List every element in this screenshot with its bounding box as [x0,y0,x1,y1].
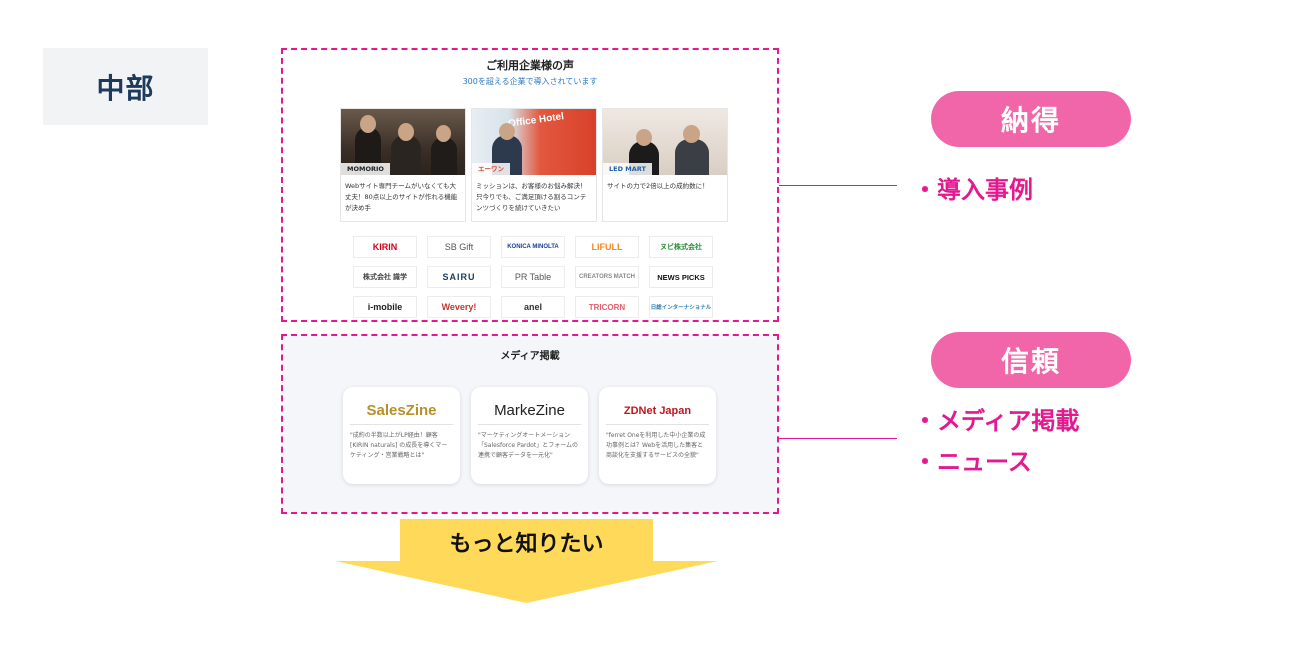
client-logo: SB Gift [427,236,491,258]
annotation-bullet: ・メディア掲載 [913,407,1080,435]
client-logo: TRICORN [575,296,639,318]
voice-subtitle: 300を超える企業で導入されています [462,77,598,86]
media-text: "マーケティングオートメーション「Salesforce Pardot」とフォーム… [478,432,579,459]
media-logo: ZDNet Japan [606,397,709,425]
media-section: メディア掲載 SalesZine "成約の半数以上がLP経由！顧客 [KIRIN… [281,334,779,514]
annotation-bullet: ・ニュース [913,448,1032,476]
client-logo-grid: KIRIN SB Gift KONICA MINOLTA LIFULL ヌビ株式… [353,236,713,318]
media-text: "成約の半数以上がLP経由！顧客 [KIRIN naturals] の成長を導く… [350,432,448,459]
down-arrow-shaft [400,519,653,561]
media-text: "ferret Oneを利用した中小企業の成功事例とは？Webを活用した集客と商… [606,432,706,459]
client-logo: ヌビ株式会社 [649,236,713,258]
case-logo: MOMORIO [341,163,390,175]
annotation-bullet: ・導入事例 [913,176,1033,204]
case-card[interactable]: Office Hotel エーワン ミッションは、お客様のお悩み解決！ 只今りで… [471,108,597,222]
customer-voice-section: ご利用企業様の声 300を超える企業で導入されています MOMORIO Webサ… [281,48,779,322]
media-logo: MarkeZine [478,397,581,425]
media-title: メディア掲載 [500,351,560,362]
client-logo: 日総インターナショナル [649,296,713,318]
case-card[interactable]: MOMORIO Webサイト専門チームがいなくても大丈夫！80点以上のサイトが作… [340,108,466,222]
client-logo: anel [501,296,565,318]
case-text: Webサイト専門チームがいなくても大丈夫！80点以上のサイトが作れる機能が決め手 [345,182,458,212]
client-logo: i-mobile [353,296,417,318]
down-arrow-icon [335,561,718,603]
case-photo: MOMORIO [341,109,465,175]
case-text: サイトの力で2倍以上の成約数に！ [607,182,709,190]
client-logo: NEWS PICKS [649,266,713,288]
client-logo: LIFULL [575,236,639,258]
client-logo: KONICA MINOLTA [501,236,565,258]
voice-title: ご利用企業様の声 [486,59,574,72]
annotation-pill-top: 納得 [931,91,1131,147]
media-logo: SalesZine [350,397,453,425]
case-text: ミッションは、お客様のお悩み解決！ 只今りでも、ご満足頂ける割るコンテンツづくり… [476,182,587,212]
client-logo: KIRIN [353,236,417,258]
media-card-list: SalesZine "成約の半数以上がLP経由！顧客 [KIRIN natura… [343,387,716,484]
media-card[interactable]: MarkeZine "マーケティングオートメーション「Salesforce Pa… [471,387,588,484]
media-card[interactable]: ZDNet Japan "ferret Oneを利用した中小企業の成功事例とは？… [599,387,716,484]
connector-line-top [779,185,897,186]
client-logo: 株式会社 識学 [353,266,417,288]
client-logo: Wevery! [427,296,491,318]
case-list: MOMORIO Webサイト専門チームがいなくても大丈夫！80点以上のサイトが作… [340,108,728,222]
connector-line-bottom [779,438,897,439]
case-logo: エーワン [472,163,510,175]
case-photo: LED MART [603,109,727,175]
client-logo: SAIRU [427,266,491,288]
case-logo: LED MART [603,163,652,175]
section-label: 中部 [43,48,208,125]
annotation-pill-bottom: 信頼 [931,332,1131,388]
case-card[interactable]: LED MART サイトの力で2倍以上の成約数に！ [602,108,728,222]
client-logo: PR Table [501,266,565,288]
case-photo: Office Hotel エーワン [472,109,596,175]
media-card[interactable]: SalesZine "成約の半数以上がLP経由！顧客 [KIRIN natura… [343,387,460,484]
more-info-label: もっと知りたい [449,532,604,557]
case-photo-sign: Office Hotel [507,111,565,130]
client-logo: CREATORS MATCH [575,266,639,288]
